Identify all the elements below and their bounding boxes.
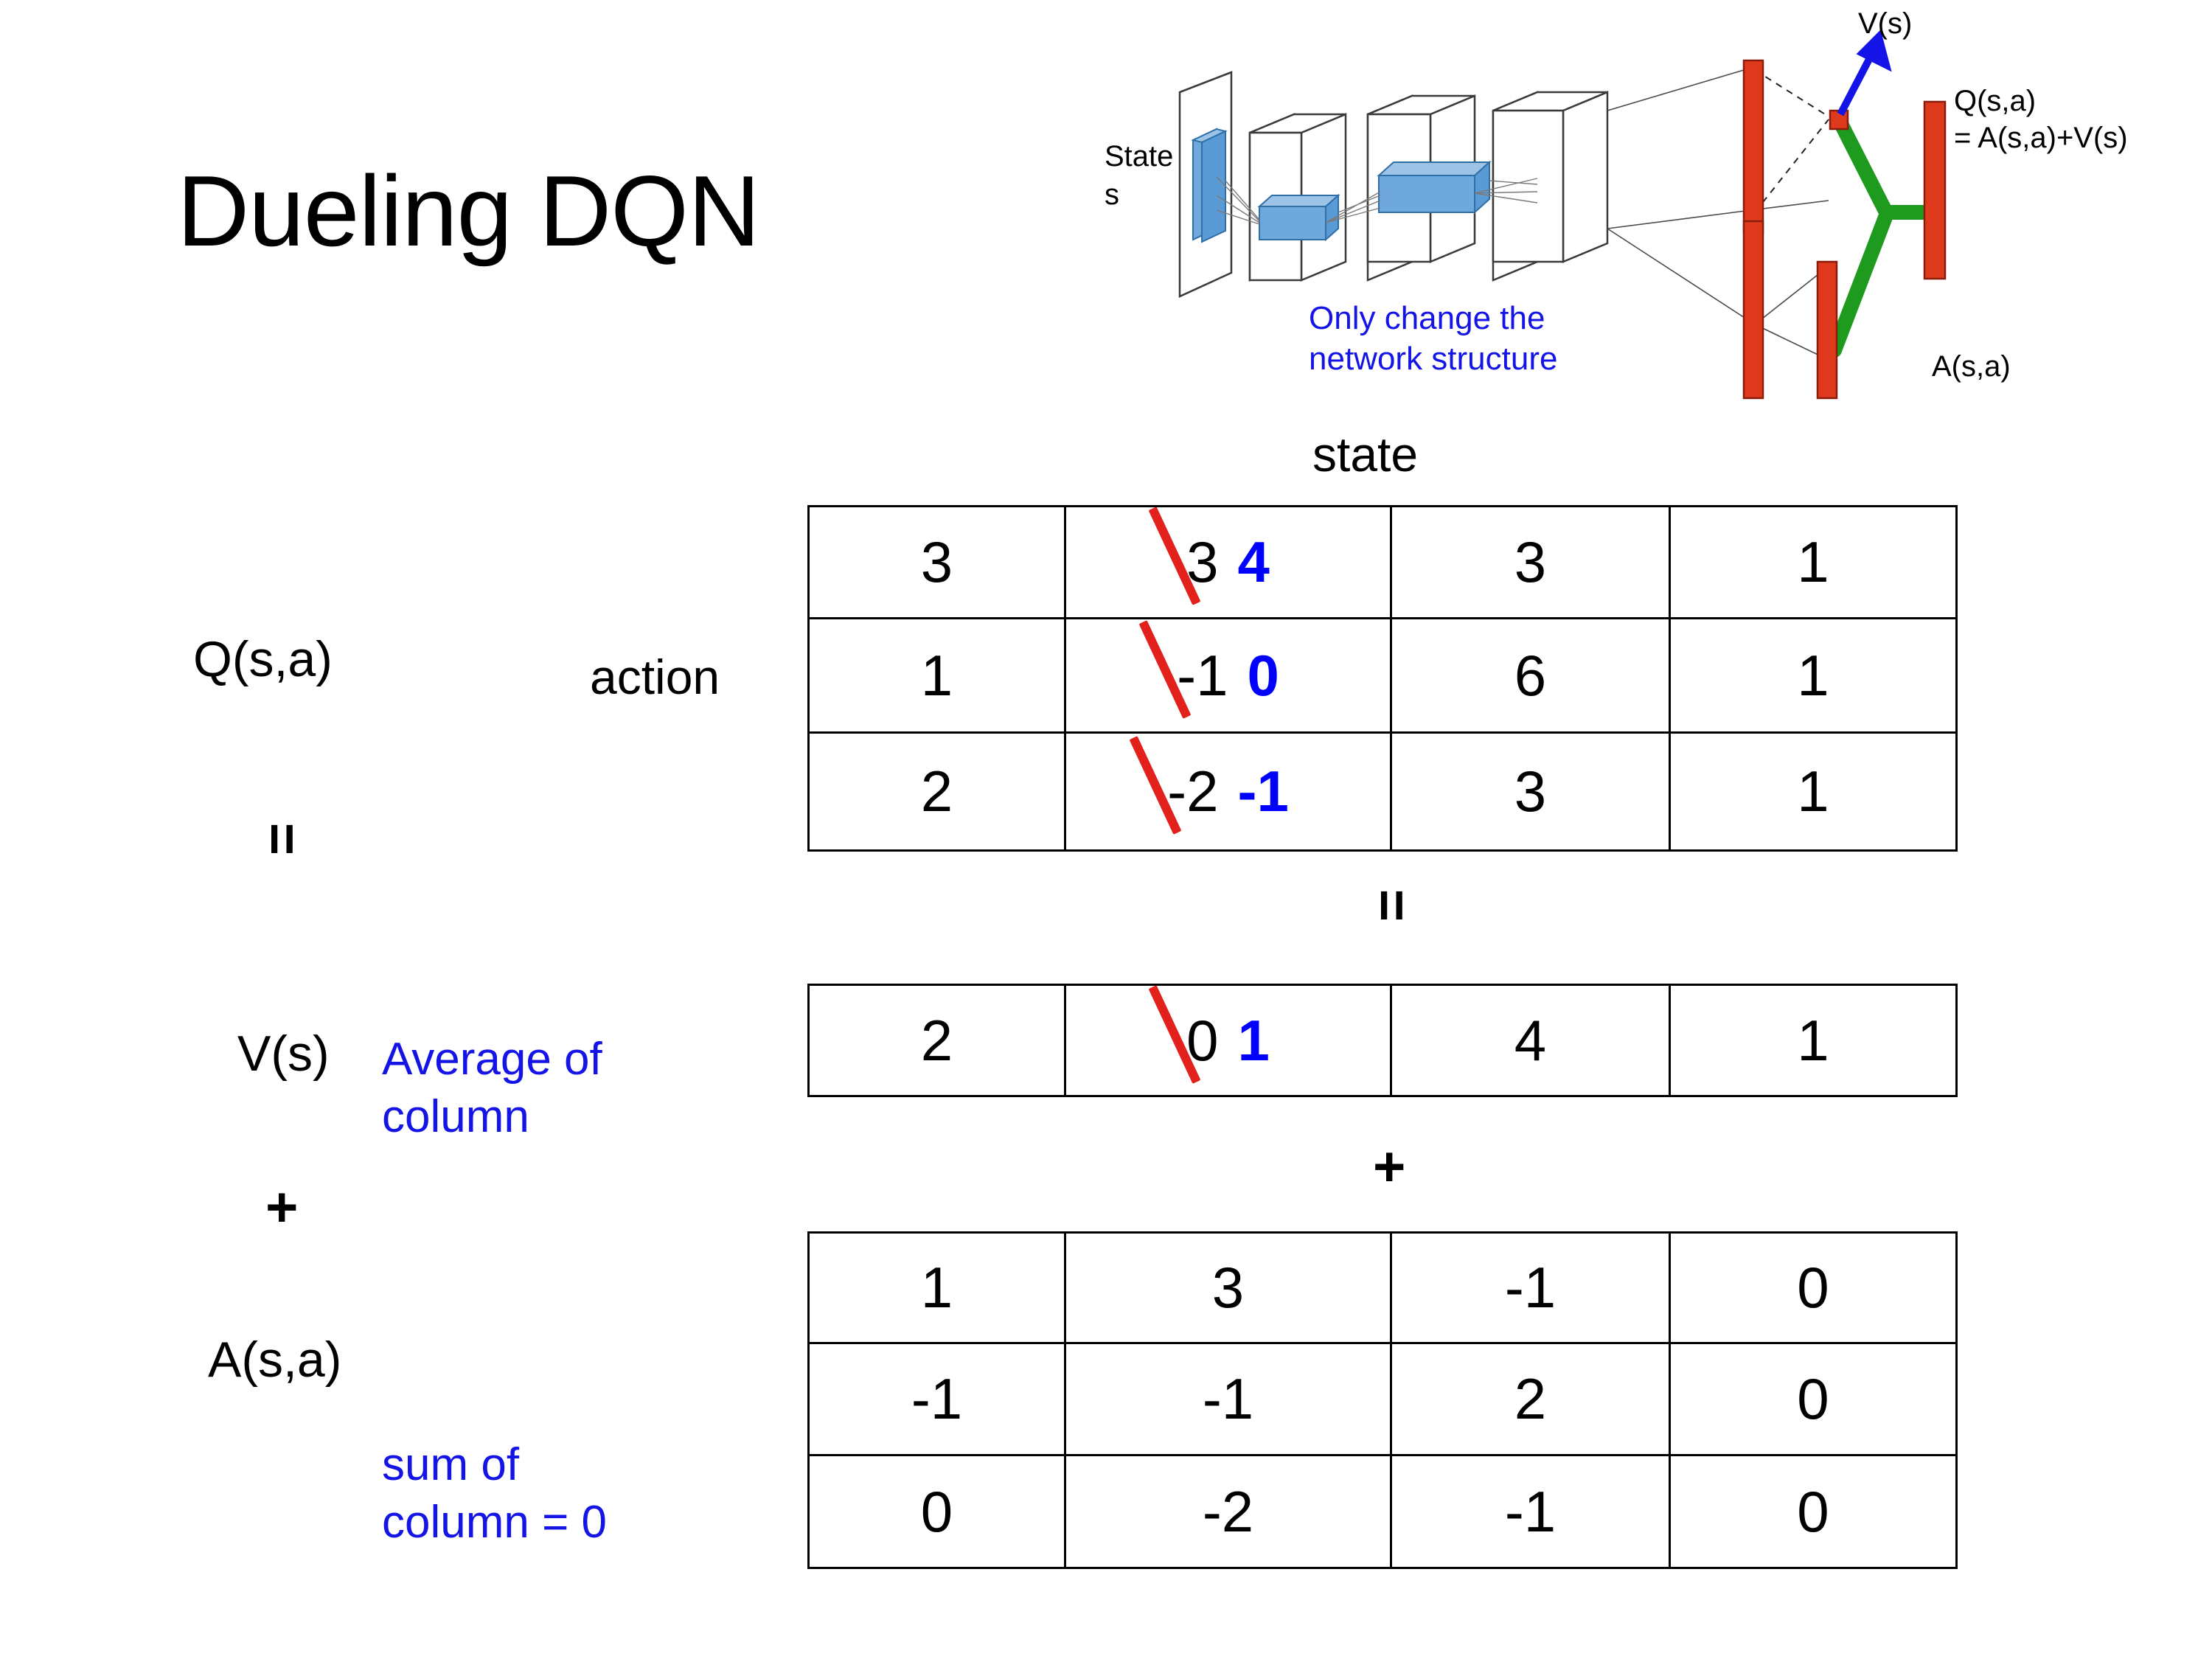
q-value-0-2: 3 — [1514, 529, 1547, 594]
a-cell-1-1: -1 — [1064, 1342, 1392, 1456]
note-average-of-column: Average of column — [382, 1031, 728, 1145]
v-value-0-1: 0 — [1148, 984, 1219, 1084]
diagram-q-label-line1: Q(s,a) — [1954, 85, 2037, 117]
q-value-2-3: 1 — [1797, 759, 1829, 824]
a-value-0-0: 1 — [920, 1255, 953, 1320]
q-value-1-3: 1 — [1797, 642, 1829, 708]
q-value-2-1: -2 — [1129, 736, 1219, 835]
q-value-0-0: 3 — [920, 529, 953, 594]
note-average-line1: Average of — [382, 1034, 602, 1085]
page-title: Dueling DQN — [177, 155, 760, 267]
dueling-network-diagram: State s V(s) A(s,a) Q(s,a) = A(s,a)+V(s)… — [1091, 7, 2197, 406]
q-cell-2-0: 2 — [807, 731, 1066, 852]
v-cell-0-0: 2 — [807, 984, 1066, 1097]
diagram-state-label: State — [1105, 140, 1174, 173]
diagram-value-label: V(s) — [1858, 7, 1913, 40]
q-cell-1-0: 1 — [807, 617, 1066, 734]
a-value-0-3: 0 — [1797, 1255, 1829, 1320]
q-value-1-0: 1 — [920, 642, 953, 708]
axis-label-action: action — [590, 650, 720, 704]
v-newvalue-0-1: 1 — [1237, 1007, 1270, 1073]
label-q-function: Q(s,a) — [193, 631, 333, 687]
note-sum-line2: column = 0 — [382, 1496, 608, 1548]
q-cell-0-0: 3 — [807, 505, 1066, 619]
operator-plus-left: + — [265, 1176, 299, 1239]
q-cell-0-2: 3 — [1390, 505, 1671, 619]
a-cell-0-0: 1 — [807, 1231, 1066, 1344]
q-cell-2-1: -2 -1 — [1064, 731, 1392, 852]
a-cell-1-0: -1 — [807, 1342, 1066, 1456]
a-value-0-2: -1 — [1504, 1255, 1557, 1320]
q-cell-0-3: 1 — [1669, 505, 1958, 619]
label-a-function: A(s,a) — [208, 1332, 342, 1388]
a-value-2-1: -2 — [1202, 1478, 1254, 1544]
a-cell-2-2: -1 — [1390, 1454, 1671, 1569]
q-value-1-2: 6 — [1514, 642, 1547, 708]
v-value-0-3: 1 — [1797, 1007, 1829, 1073]
a-value-2-3: 0 — [1797, 1478, 1829, 1544]
a-value-1-3: 0 — [1797, 1366, 1829, 1431]
q-newvalue-1-1: 0 — [1247, 642, 1279, 708]
table-row: 0 -2 -1 0 — [807, 1454, 1958, 1569]
q-newvalue-2-1: -1 — [1237, 759, 1289, 824]
q-value-1-1: -1 — [1138, 619, 1228, 719]
a-value-1-0: -1 — [911, 1366, 963, 1431]
a-value-2-2: -1 — [1504, 1478, 1557, 1544]
note-sum-line1: sum of — [382, 1439, 520, 1490]
a-cell-1-2: 2 — [1390, 1342, 1671, 1456]
a-value-2-0: 0 — [920, 1478, 953, 1544]
table-row: -1 -1 2 0 — [807, 1342, 1958, 1456]
table-row: 2 -2 -1 3 1 — [807, 731, 1958, 852]
diagram-state-sub-label: s — [1105, 178, 1119, 211]
a-cell-2-0: 0 — [807, 1454, 1066, 1569]
axis-label-state: state — [1312, 427, 1419, 481]
a-value-1-2: 2 — [1514, 1366, 1547, 1431]
q-cell-2-2: 3 — [1390, 731, 1671, 852]
q-cell-2-3: 1 — [1669, 731, 1958, 852]
a-table-body: 1 3 -1 0 -1 -1 2 0 0 -2 -1 0 — [807, 1231, 1958, 1569]
q-value-2-2: 3 — [1514, 759, 1547, 824]
v-cell-0-2: 4 — [1390, 984, 1671, 1097]
q-cell-1-2: 6 — [1390, 617, 1671, 734]
q-cell-1-1: -1 0 — [1064, 617, 1392, 734]
a-value-0-1: 3 — [1211, 1255, 1245, 1320]
note-sum-of-column: sum of column = 0 — [382, 1436, 751, 1551]
label-v-function: V(s) — [237, 1026, 330, 1082]
a-value-1-1: -1 — [1202, 1366, 1254, 1431]
a-cell-2-1: -2 — [1064, 1454, 1392, 1569]
q-value-2-0: 2 — [920, 759, 953, 824]
a-cell-2-3: 0 — [1669, 1454, 1958, 1569]
table-row: 1 3 -1 0 — [807, 1231, 1958, 1344]
diagram-note-line2: network structure — [1309, 341, 1558, 377]
note-average-line2: column — [382, 1091, 529, 1142]
operator-equals-middle: = — [1360, 888, 1424, 922]
table-row: 1 -1 0 6 1 — [807, 617, 1958, 734]
a-cell-0-3: 0 — [1669, 1231, 1958, 1344]
a-table: 1 3 -1 0 -1 -1 2 0 0 -2 -1 0 — [807, 1231, 1958, 1569]
v-value-0-0: 2 — [920, 1007, 953, 1073]
operator-equals-left: = — [251, 822, 314, 856]
diagram-q-label-line2: = A(s,a)+V(s) — [1954, 122, 2128, 154]
q-value-0-1: 3 — [1148, 507, 1219, 605]
a-cell-1-3: 0 — [1669, 1342, 1958, 1456]
a-cell-0-1: 3 — [1064, 1231, 1392, 1344]
q-newvalue-0-1: 4 — [1237, 529, 1270, 594]
diagram-note-line1: Only change the — [1309, 300, 1545, 336]
v-cell-0-3: 1 — [1669, 984, 1958, 1097]
operator-plus-middle: + — [1373, 1135, 1406, 1198]
q-cell-1-3: 1 — [1669, 617, 1958, 734]
a-cell-0-2: -1 — [1390, 1231, 1671, 1344]
diagram-advantage-label: A(s,a) — [1932, 350, 2011, 383]
q-value-0-3: 1 — [1797, 529, 1829, 594]
v-value-0-2: 4 — [1514, 1007, 1547, 1073]
